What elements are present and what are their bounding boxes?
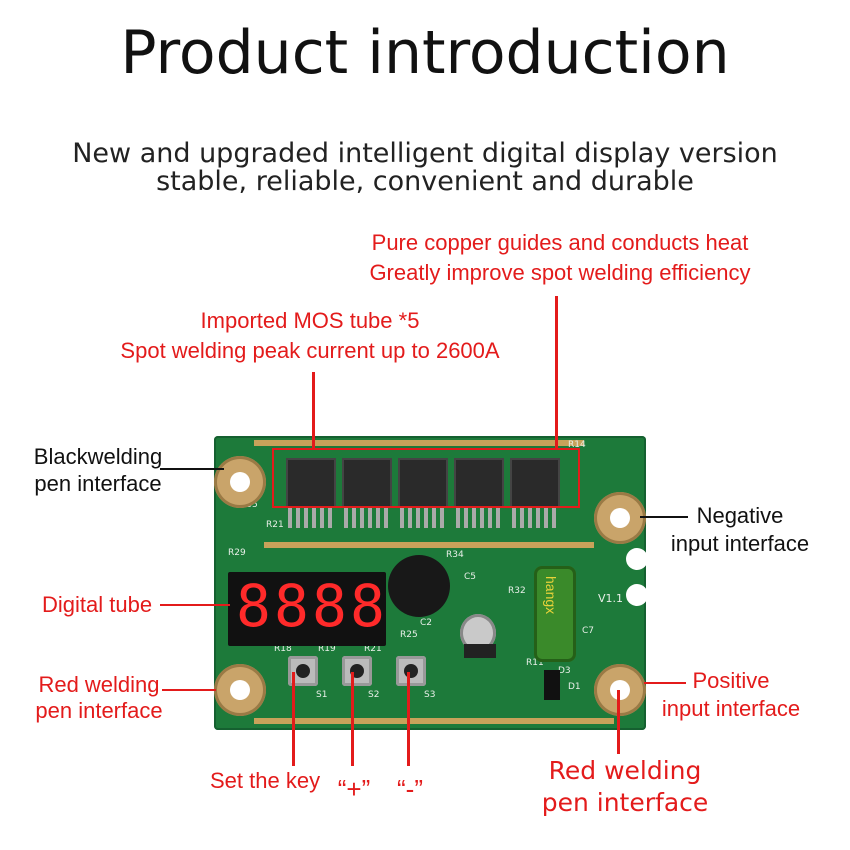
set-key-label: Set the key bbox=[210, 768, 321, 793]
silk-label: R19 bbox=[318, 644, 336, 654]
digital-tube-display: 8 8 8 8 bbox=[228, 572, 386, 646]
mos-legs-3 bbox=[400, 508, 444, 528]
minus-key-leader-line bbox=[407, 672, 410, 766]
ic-chip bbox=[464, 644, 496, 658]
copper-callout-line-1: Pure copper guides and conducts heat bbox=[371, 230, 749, 255]
plus-key-label: “+” bbox=[337, 774, 371, 804]
black-pen-leader-line bbox=[160, 468, 224, 470]
copper-rail-bottom bbox=[254, 718, 614, 724]
silk-label: R18 bbox=[274, 644, 292, 654]
mos-legs-4 bbox=[456, 508, 500, 528]
silk-label: R32 bbox=[508, 586, 526, 596]
silk-label: R25 bbox=[400, 630, 418, 640]
positive-label-line-2: input interface bbox=[661, 696, 801, 721]
mos-callout-line-2: Spot welding peak current up to 2600A bbox=[120, 338, 500, 363]
capacitor bbox=[534, 566, 576, 662]
red-pen-left-label-line-2: pen interface bbox=[35, 698, 163, 723]
mos-leader-line bbox=[312, 372, 315, 450]
positive-label-line-1: Positive bbox=[692, 668, 770, 693]
silk-label: S3 bbox=[424, 690, 436, 700]
plus-key-button[interactable] bbox=[342, 656, 372, 686]
copper-rail-top bbox=[254, 440, 584, 446]
silk-label: D1 bbox=[568, 682, 581, 692]
red-pen-left-leader-line bbox=[162, 689, 216, 691]
minus-key-label: “-” bbox=[397, 774, 423, 804]
mos-tube-1 bbox=[286, 458, 336, 508]
silk-label: S1 bbox=[316, 690, 328, 700]
silk-label: R14 bbox=[568, 440, 586, 450]
silk-label: D3 bbox=[558, 666, 571, 676]
silk-label: S2 bbox=[368, 690, 380, 700]
silk-label: C7 bbox=[582, 626, 595, 636]
display-digit-1: 8 bbox=[236, 572, 271, 640]
negative-label-line-1: Negative bbox=[696, 503, 784, 528]
display-digit-3: 8 bbox=[312, 572, 347, 640]
diode-d3 bbox=[544, 670, 560, 700]
negative-label-line-2: input interface bbox=[670, 531, 810, 556]
negative-input-pad bbox=[594, 492, 646, 544]
silk-label: R29 bbox=[228, 548, 246, 558]
display-digit-2: 8 bbox=[274, 572, 309, 640]
mos-legs-5 bbox=[512, 508, 556, 528]
mos-tube-5 bbox=[510, 458, 560, 508]
silk-label: R11 bbox=[526, 658, 544, 668]
silk-label: R34 bbox=[446, 550, 464, 560]
board-hole-1 bbox=[626, 548, 648, 570]
mos-legs-1 bbox=[288, 508, 332, 528]
black-pen-label-line-2: pen interface bbox=[34, 471, 162, 496]
positive-input-pad bbox=[594, 664, 646, 716]
digital-tube-leader-line bbox=[160, 604, 230, 606]
copper-callout-line-2: Greatly improve spot welding efficiency bbox=[369, 260, 751, 285]
red-welding-pen-pad-left bbox=[214, 664, 266, 716]
display-digit-4: 8 bbox=[350, 572, 385, 640]
silk-label: C2 bbox=[420, 618, 433, 628]
set-key-leader-line bbox=[292, 672, 295, 766]
minus-key-button[interactable] bbox=[396, 656, 426, 686]
version-label: V1.1 bbox=[598, 592, 624, 605]
red-pen-right-label-line-1: Red welding bbox=[548, 756, 702, 785]
silk-label: C5 bbox=[464, 572, 477, 582]
mos-tube-2 bbox=[342, 458, 392, 508]
copper-leader-line bbox=[555, 296, 558, 448]
mos-callout-line-1: Imported MOS tube *5 bbox=[200, 308, 420, 333]
subtitle-line-2: stable, reliable, convenient and durable bbox=[156, 166, 694, 197]
black-pen-label-line-1: Blackwelding bbox=[33, 444, 163, 469]
buzzer bbox=[388, 555, 450, 617]
copper-rail-middle bbox=[264, 542, 594, 548]
negative-leader-line bbox=[640, 516, 688, 518]
mos-legs-2 bbox=[344, 508, 388, 528]
capacitor-brand-text: hangx bbox=[543, 576, 559, 615]
mos-tube-4 bbox=[454, 458, 504, 508]
silk-label: R21 bbox=[364, 644, 382, 654]
red-pen-right-label-line-2: pen interface bbox=[541, 788, 709, 817]
mos-highlight-box bbox=[272, 448, 580, 508]
red-pen-left-label-line-1: Red welding bbox=[38, 672, 160, 697]
board-hole-2 bbox=[626, 584, 648, 606]
red-pen-right-leader-line bbox=[617, 690, 620, 754]
positive-leader-line bbox=[644, 682, 686, 684]
page-title: Product introduction bbox=[120, 18, 730, 88]
plus-key-leader-line bbox=[351, 672, 354, 766]
silk-label: R21 bbox=[266, 520, 284, 530]
digital-tube-label: Digital tube bbox=[42, 592, 153, 617]
black-welding-pen-pad bbox=[214, 456, 266, 508]
subtitle-line-1: New and upgraded intelligent digital dis… bbox=[72, 138, 778, 169]
